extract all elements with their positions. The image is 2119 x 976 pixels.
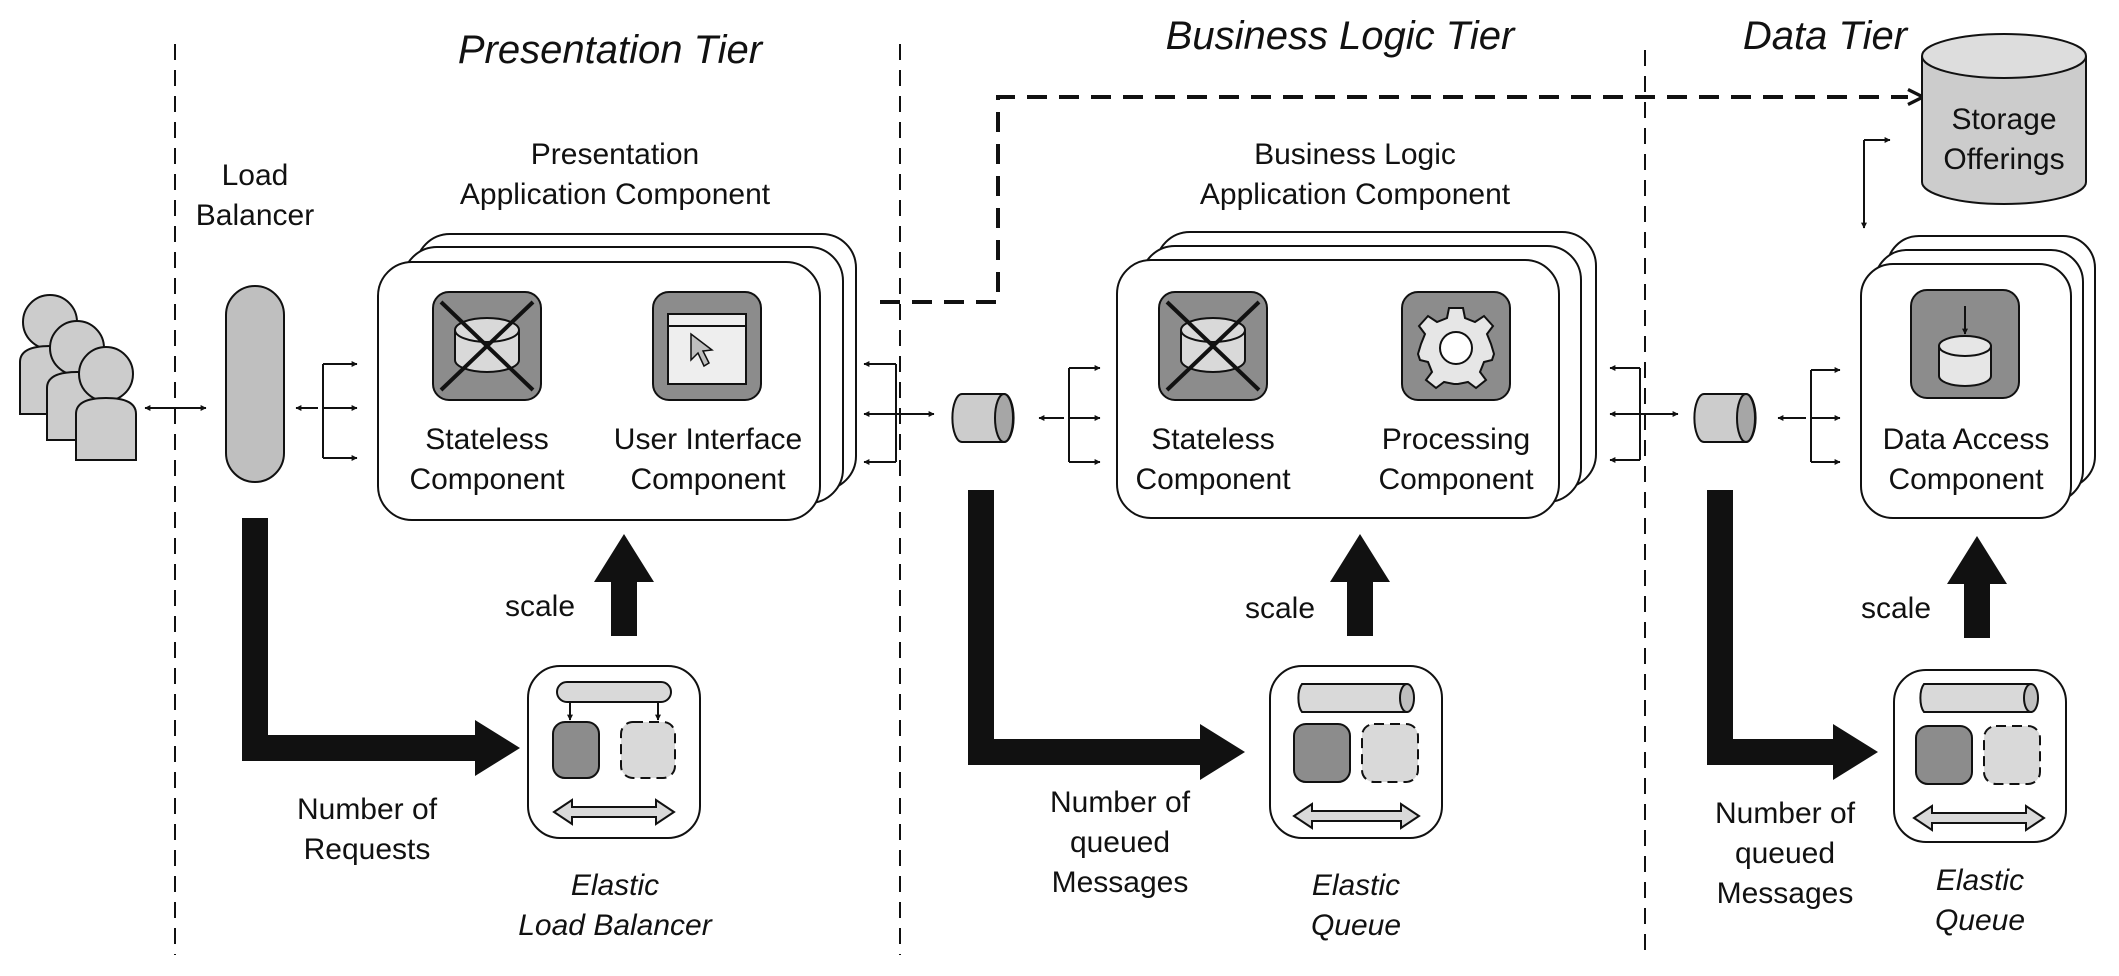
queue-business-connector [1038, 365, 1101, 465]
number-of-queued-messages-label: Number of queued Messages [1049, 786, 1191, 899]
data-queue-icon [1693, 393, 1757, 443]
scale-arrow-data [1947, 536, 2007, 638]
storage-access-path [880, 97, 1908, 304]
storage-data-connector [1861, 137, 1891, 229]
stateless-component-label: Stateless Component [409, 423, 565, 496]
business-component-title: Business Logic Application Component [1199, 138, 1511, 211]
load-balancer-label: Load Balancer [195, 159, 315, 232]
presentation-queue-connector [863, 361, 935, 465]
scale-arrow-business [1330, 534, 1390, 636]
user-interface-component-label: User Interface Component [613, 423, 803, 496]
stateless-component-icon [432, 291, 542, 401]
tier-dividers [174, 44, 1646, 955]
queue-icon [951, 393, 1015, 443]
scale-arrow-presentation [594, 534, 654, 636]
storage-offerings-label: Storage Offerings [1943, 103, 2065, 176]
load-balancer-icon [225, 285, 285, 483]
data-access-component-label: Data Access Component [1882, 423, 2050, 496]
elastic-queue-icon-data [1893, 669, 2067, 843]
presentation-component-title: Presentation Application Component [459, 138, 771, 211]
data-tier-title: Data Tier [1742, 14, 1908, 58]
business-stateless-label: Stateless Component [1135, 423, 1291, 496]
number-of-queued-messages-label-data: Number of queued Messages [1714, 797, 1856, 910]
queued-messages-arrow-business [968, 490, 1245, 780]
scale-label-data: scale [1860, 592, 1932, 625]
scale-label-business: scale [1244, 592, 1316, 625]
elastic-queue-icon [1269, 665, 1443, 839]
storage-offerings-icon [1921, 33, 2087, 205]
queued-messages-arrow-data [1707, 490, 1878, 780]
elastic-load-balancer-label: Elastic Load Balancer [518, 869, 712, 942]
data-access-icon [1910, 289, 2020, 399]
requests-arrow [242, 518, 520, 776]
elastic-queue-label-data: Elastic Queue [1934, 864, 2026, 937]
lb-fanout-connector [295, 361, 358, 461]
gear-icon [1401, 291, 1511, 401]
business-stateless-icon [1158, 291, 1268, 401]
user-interface-icon [652, 291, 762, 401]
metric-arrows [242, 490, 1878, 780]
scale-arrows [594, 534, 2007, 638]
business-tier-title: Business Logic Tier [1165, 14, 1515, 58]
number-of-requests-label: Number of Requests [296, 793, 438, 866]
users-icon [19, 294, 137, 461]
presentation-tier-title: Presentation Tier [457, 28, 763, 72]
scale-label-presentation: scale [504, 590, 576, 623]
queue-data-connector [1777, 367, 1841, 465]
business-queue-connector [1609, 365, 1679, 463]
processing-component-label: Processing Component [1378, 423, 1534, 496]
elastic-queue-label: Elastic Queue [1310, 869, 1402, 942]
elastic-load-balancer-icon [527, 665, 701, 839]
